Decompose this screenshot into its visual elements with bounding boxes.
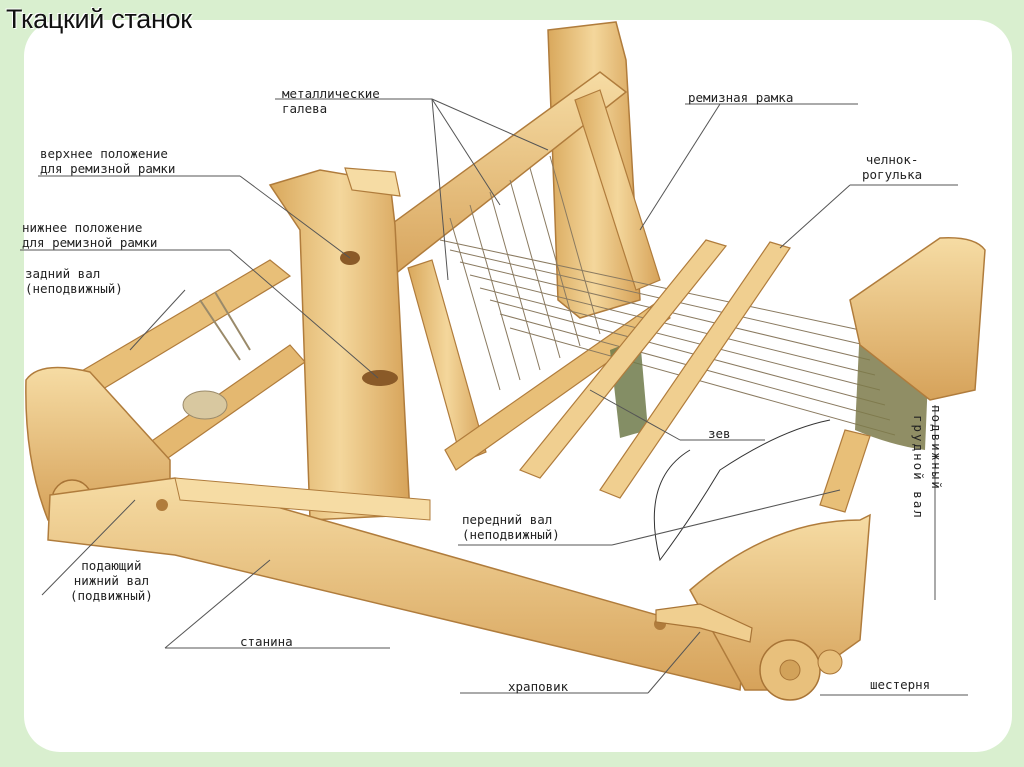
heddle-frame-drawing [343, 71, 671, 471]
label-heddle-frame: ремизная рамка [688, 90, 794, 105]
front-left-post [268, 167, 411, 521]
label-ratchet: храповик [508, 679, 569, 694]
back-roller [79, 259, 292, 393]
label-shuttle: челнок- рогулька [862, 152, 923, 182]
label-upper-position: верхнее положение для ремизной рамки [40, 146, 176, 176]
leader-lines [20, 98, 968, 696]
ratchet-drawing [655, 603, 753, 643]
loose-thread [653, 419, 831, 562]
shuttle-drawing [519, 239, 791, 499]
rear-post [547, 21, 641, 319]
label-back-roller: задний вал (неподвижный) [25, 266, 123, 296]
label-shed: зев [708, 426, 731, 441]
label-cloth-roller: подвижный грудной вал [911, 405, 944, 520]
label-gear: шестерня [870, 677, 931, 692]
label-metal-heddles: металлические галева [282, 86, 380, 116]
front-roller [819, 429, 871, 513]
gear-drawing [759, 639, 843, 701]
label-front-roller: передний вал (неподвижный) [462, 512, 560, 542]
label-lower-position: нижнее положение для ремизной рамки [22, 220, 158, 250]
right-front-board [689, 513, 871, 691]
page-title: Ткацкий станок [6, 4, 192, 34]
warp-threads [439, 155, 896, 436]
base-frame [47, 477, 746, 691]
label-feed-roller: подающий нижний вал (подвижный) [70, 558, 153, 603]
right-back-board [849, 237, 986, 401]
label-frame: станина [240, 634, 293, 649]
